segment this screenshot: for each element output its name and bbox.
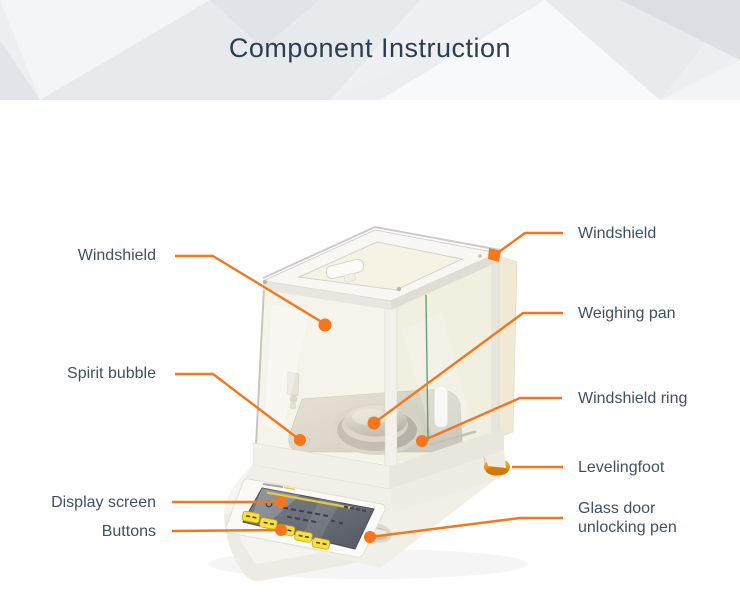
chamber-base-band <box>252 428 504 490</box>
banner-polygon-pattern <box>0 0 740 100</box>
label-levelingfoot: Levelingfoot <box>578 459 665 476</box>
windshield-glass <box>255 262 496 465</box>
leader-windshield-right <box>495 231 563 255</box>
leader-glass-door-pen <box>369 516 563 539</box>
top-handle <box>325 258 365 283</box>
label-spirit-bubble: Spirit bubble <box>67 365 156 382</box>
windshield-frame-posts <box>384 254 518 469</box>
leader-spirit-bubble <box>175 372 301 441</box>
page-title: Component Instruction <box>228 33 512 63</box>
label-weighing-pan: Weighing pan <box>578 305 676 322</box>
leader-lines <box>171 231 563 539</box>
label-glass-door-pen-line2: unlocking pen <box>578 519 677 536</box>
leader-windshield-ring <box>421 396 562 443</box>
label-windshield-ring: Windshield ring <box>578 390 688 407</box>
label-glass-door-pen-line1: Glass door <box>578 500 656 517</box>
control-panel <box>225 478 386 558</box>
leader-windshield-left <box>175 254 326 326</box>
label-buttons: Buttons <box>101 523 156 540</box>
glass-door-handle <box>434 385 448 428</box>
panel-buttons <box>241 510 331 550</box>
label-glass-door-pen: Glass door unlocking pen <box>578 499 677 537</box>
leader-weighing-pan <box>373 311 563 424</box>
label-windshield-left: Windshield <box>77 247 156 264</box>
label-windshield-right: Windshield <box>578 225 657 242</box>
windshield-top-frame <box>261 225 501 310</box>
leader-dots <box>275 248 501 543</box>
leader-buttons <box>171 528 282 533</box>
header-banner: Component Instruction <box>0 0 740 100</box>
label-display-screen: Display screen <box>51 494 156 511</box>
